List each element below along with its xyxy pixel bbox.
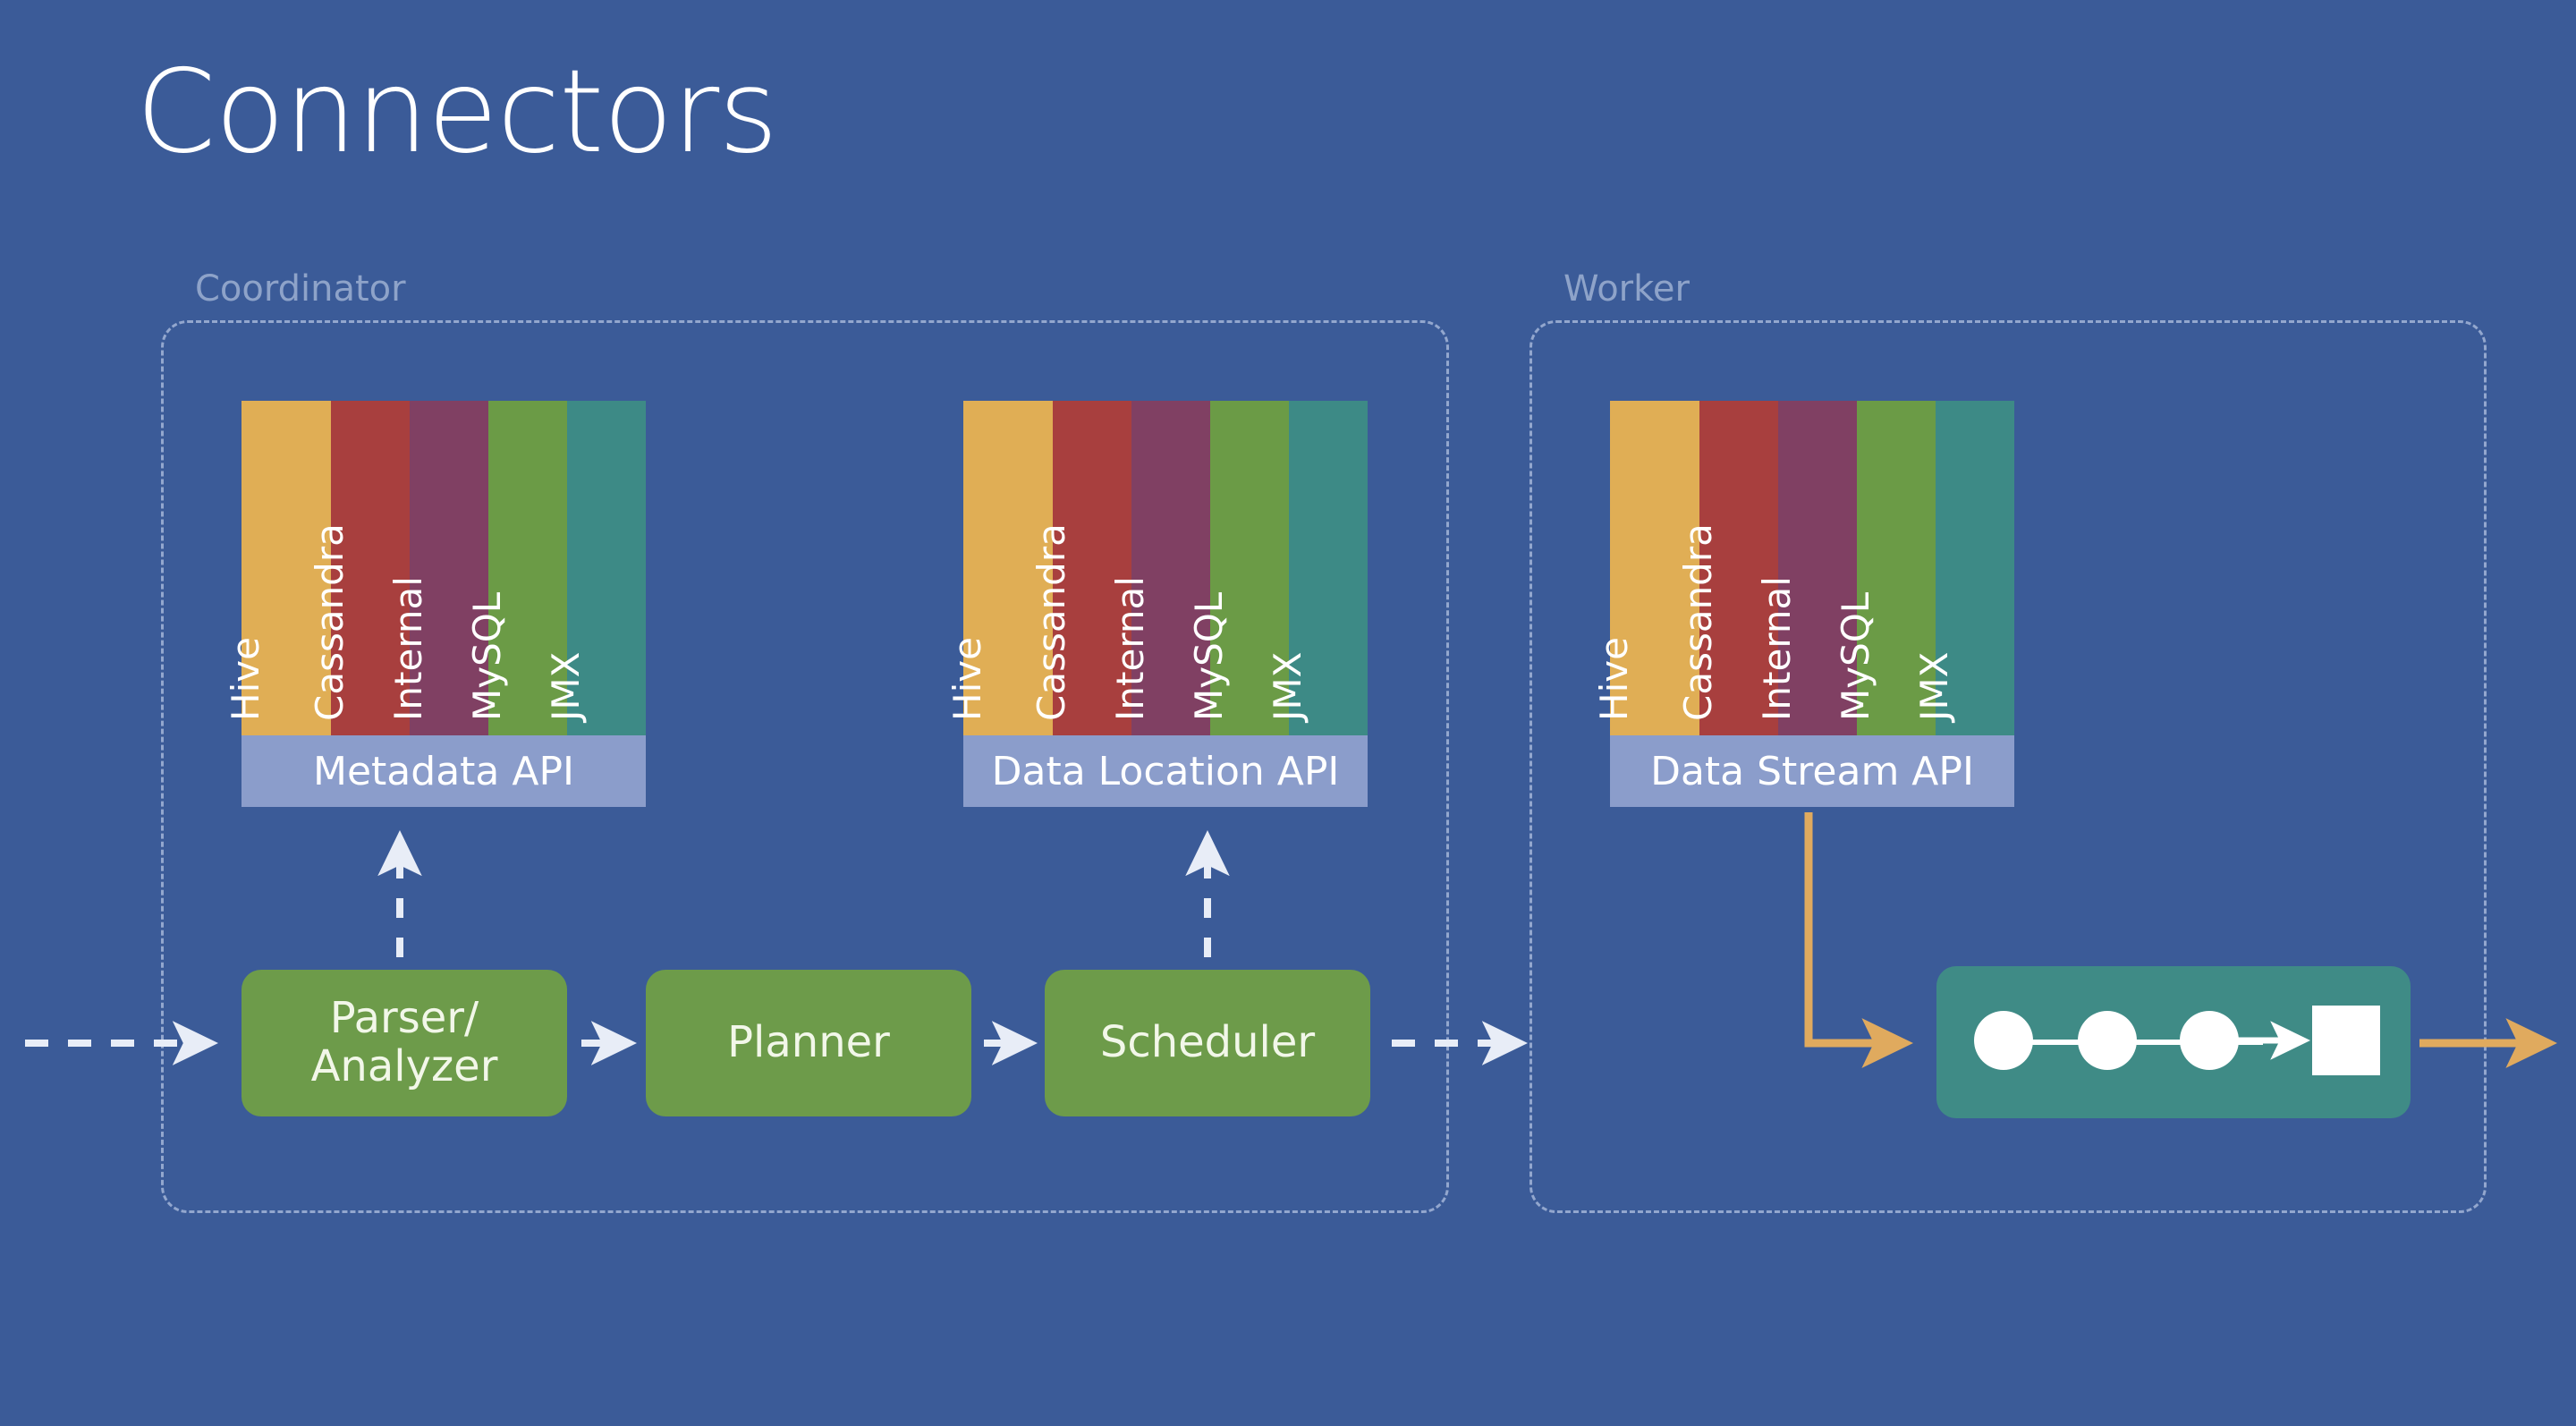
connector-label-cassandra: Cassandra bbox=[1676, 523, 1720, 721]
zone-worker-label: Worker bbox=[1563, 268, 1690, 310]
zone-worker-frame bbox=[1530, 320, 2487, 1213]
connector-bar-cassandra: Cassandra bbox=[1676, 401, 1778, 735]
connector-bar-mysql: MySQL bbox=[465, 401, 567, 735]
connector-label-cassandra: Cassandra bbox=[308, 523, 352, 721]
zone-coordinator-frame bbox=[161, 320, 1449, 1213]
connector-bar-hive: Hive bbox=[224, 401, 331, 735]
connector-bar-mysql: MySQL bbox=[1834, 401, 1936, 735]
connector-label-internal: Internal bbox=[386, 576, 430, 721]
connector-label-hive: Hive bbox=[224, 637, 267, 721]
pipeline-node-2 bbox=[2078, 1011, 2137, 1070]
parser-line-1: Parser/ bbox=[329, 993, 479, 1044]
api-band-data-stream-label: Data Stream API bbox=[1650, 748, 1974, 794]
worker-operator-pipeline[interactable] bbox=[1936, 966, 2411, 1118]
connector-bar-cassandra: Cassandra bbox=[308, 401, 410, 735]
zone-coordinator: Coordinator bbox=[161, 268, 1449, 1213]
connector-label-cassandra: Cassandra bbox=[1030, 523, 1073, 721]
connector-label-internal: Internal bbox=[1108, 576, 1152, 721]
connector-bars: Hive Cassandra Internal MySQL JMX bbox=[224, 401, 646, 735]
api-band-metadata-label: Metadata API bbox=[313, 748, 574, 794]
process-box-scheduler-label: Scheduler bbox=[1099, 1017, 1316, 1068]
connector-label-hive: Hive bbox=[945, 637, 989, 721]
connector-label-internal: Internal bbox=[1755, 576, 1799, 721]
connector-bar-internal: Internal bbox=[386, 401, 488, 735]
process-box-scheduler[interactable]: Scheduler bbox=[1045, 970, 1370, 1116]
connector-label-mysql: MySQL bbox=[465, 591, 509, 721]
connector-bar-mysql: MySQL bbox=[1187, 401, 1289, 735]
parser-line-2: Analyzer bbox=[310, 1041, 498, 1091]
connector-stack-data-location: Hive Cassandra Internal MySQL JMX Data L… bbox=[945, 401, 1368, 807]
process-box-planner[interactable]: Planner bbox=[646, 970, 971, 1116]
connector-label-mysql: MySQL bbox=[1834, 591, 1877, 721]
process-box-parser-analyzer-label: Parser/ Analyzer bbox=[310, 993, 498, 1091]
connector-stack-metadata: Hive Cassandra Internal MySQL JMX Metada… bbox=[224, 401, 646, 807]
api-band-data-stream: Data Stream API bbox=[1610, 735, 2014, 807]
connector-label-hive: Hive bbox=[1592, 637, 1636, 721]
connector-bar-cassandra: Cassandra bbox=[1030, 401, 1131, 735]
connector-label-jmx: JMX bbox=[1266, 651, 1309, 721]
connector-bar-hive: Hive bbox=[1592, 401, 1699, 735]
connector-bar-jmx: JMX bbox=[544, 401, 646, 735]
connector-bar-internal: Internal bbox=[1108, 401, 1210, 735]
zone-worker: Worker bbox=[1530, 268, 2487, 1213]
pipeline-node-1 bbox=[1974, 1011, 2033, 1070]
pipeline-output-square bbox=[2312, 1006, 2380, 1075]
connector-bar-hive: Hive bbox=[945, 401, 1053, 735]
process-box-planner-label: Planner bbox=[727, 1017, 890, 1068]
connector-bar-jmx: JMX bbox=[1266, 401, 1368, 735]
connector-bars: Hive Cassandra Internal MySQL JMX bbox=[1592, 401, 2014, 735]
connector-label-jmx: JMX bbox=[1912, 651, 1956, 721]
pipeline-node-3 bbox=[2180, 1011, 2239, 1070]
page-title: Connectors bbox=[136, 46, 778, 179]
connector-stack-data-stream: Hive Cassandra Internal MySQL JMX Data S… bbox=[1592, 401, 2014, 807]
connector-bar-internal: Internal bbox=[1755, 401, 1857, 735]
connector-label-jmx: JMX bbox=[544, 651, 588, 721]
zone-coordinator-label: Coordinator bbox=[195, 268, 406, 310]
connector-bars: Hive Cassandra Internal MySQL JMX bbox=[945, 401, 1368, 735]
process-box-parser-analyzer[interactable]: Parser/ Analyzer bbox=[242, 970, 567, 1116]
api-band-data-location: Data Location API bbox=[963, 735, 1368, 807]
api-band-data-location-label: Data Location API bbox=[991, 748, 1340, 794]
api-band-metadata: Metadata API bbox=[242, 735, 646, 807]
connector-label-mysql: MySQL bbox=[1187, 591, 1231, 721]
connector-bar-jmx: JMX bbox=[1912, 401, 2014, 735]
